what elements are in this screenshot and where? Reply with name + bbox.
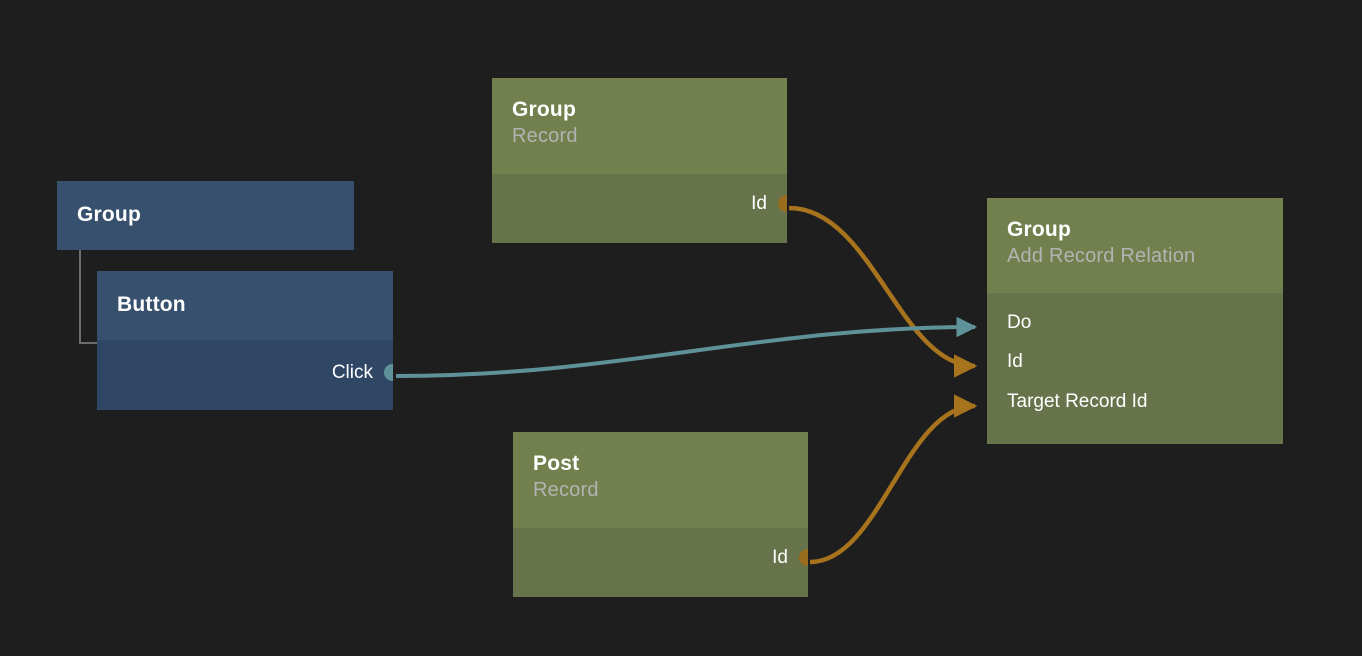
output-port-post-id[interactable]: Id [772, 547, 808, 569]
node-post-record-title: Post [533, 452, 580, 475]
node-group-element-title: Group [77, 203, 141, 226]
edge-post-id-to-relation-target-id [809, 394, 978, 565]
input-port-id[interactable]: Id [1007, 351, 1023, 373]
output-port-post-id-label: Id [772, 547, 788, 568]
node-group-record-subtitle: Record [512, 125, 578, 147]
node-group-record-body: Id [492, 174, 787, 243]
hierarchy-elbow-group-button [79, 250, 101, 344]
input-port-do[interactable]: Do [1007, 312, 1031, 334]
node-group-element[interactable]: Group [57, 181, 354, 250]
input-port-target-record-id[interactable]: Target Record Id [1007, 391, 1147, 413]
node-button-element-title: Button [117, 293, 186, 316]
input-port-do-label: Do [1007, 312, 1032, 333]
output-port-group-id[interactable]: Id [751, 193, 787, 215]
node-button-element-body: Click [97, 340, 393, 410]
output-port-post-id-dot[interactable] [799, 549, 808, 566]
node-post-record-subtitle: Record [533, 479, 599, 501]
node-group-add-record-relation-body: Do Id Target Record Id [987, 293, 1283, 444]
node-group-record[interactable]: Group Record Id [492, 78, 787, 243]
output-port-group-id-label: Id [751, 193, 767, 214]
output-port-click[interactable]: Click [331, 362, 393, 384]
edge-button-click-to-relation-do [395, 316, 978, 378]
node-group-add-record-relation-header: Group Add Record Relation [987, 198, 1283, 293]
output-port-click-dot[interactable] [384, 364, 393, 381]
node-button-element[interactable]: Button Click [97, 271, 393, 410]
input-port-id-label: Id [1007, 351, 1023, 372]
output-port-group-id-dot[interactable] [778, 195, 787, 212]
node-group-record-header: Group Record [492, 78, 787, 174]
node-post-record-header: Post Record [513, 432, 808, 528]
node-group-add-record-relation-title: Group [1007, 218, 1071, 241]
input-port-target-record-id-label: Target Record Id [1007, 391, 1148, 412]
node-button-element-header: Button [97, 271, 393, 340]
node-post-record-body: Id [513, 528, 808, 597]
edge-group-id-to-relation-id [788, 205, 978, 378]
node-group-record-title: Group [512, 98, 576, 121]
node-group-add-record-relation[interactable]: Group Add Record Relation Do Id Target R… [987, 198, 1283, 444]
node-group-add-record-relation-subtitle: Add Record Relation [1007, 245, 1196, 267]
node-post-record[interactable]: Post Record Id [513, 432, 808, 597]
output-port-click-label: Click [331, 362, 373, 383]
node-group-element-header: Group [57, 181, 354, 228]
